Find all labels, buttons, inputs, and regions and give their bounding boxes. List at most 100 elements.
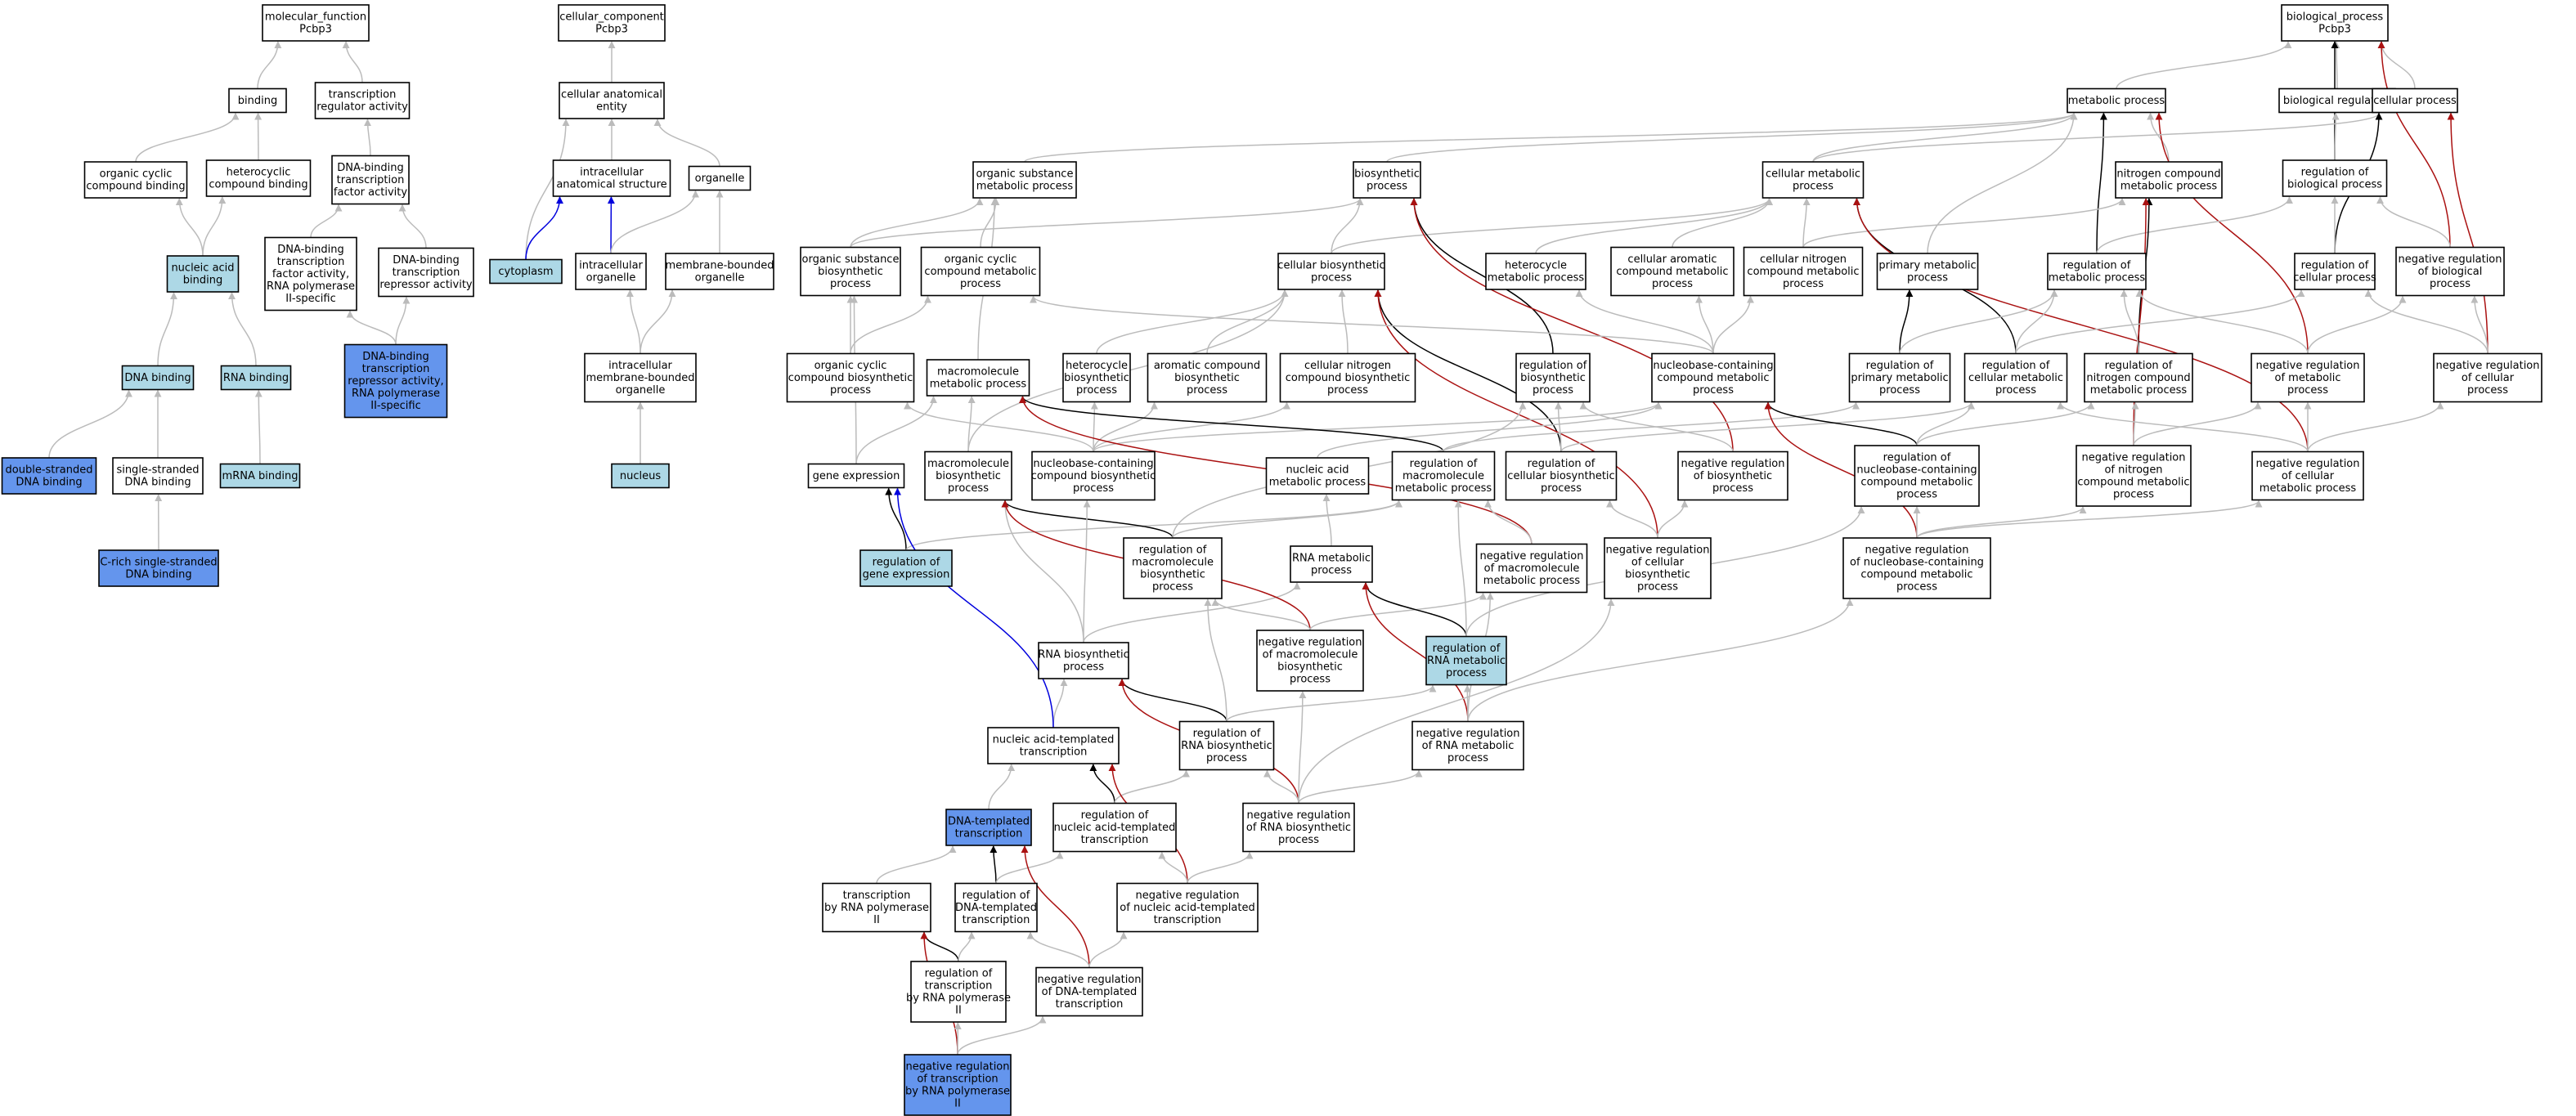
term-box: [1842, 537, 1991, 599]
term-label-line: nucleobase-containing: [1033, 458, 1153, 470]
edge-arrow: [2116, 41, 2292, 89]
term-label-line: macromolecule: [927, 458, 1009, 470]
term-box: [1353, 161, 1421, 199]
edge-rnabp-to-rnamp: [1083, 582, 1301, 643]
term-label-line: entity: [596, 101, 627, 114]
edge-nbcbp-to-hbp: [1090, 401, 1098, 452]
term-label-line: process: [1311, 565, 1352, 577]
term-label-line: heterocycle: [1066, 360, 1128, 372]
edge-nrmmp-to-rmmp: [1484, 500, 1533, 545]
term-label-line: DNA binding: [16, 477, 82, 489]
edge-io-to-organelle: [610, 190, 699, 254]
term-label-line: transcription: [843, 890, 911, 902]
edge-natt-to-ge: [894, 487, 1054, 728]
edge-arrow: [957, 1015, 1047, 1055]
edge-breg-to-bp: [2332, 41, 2340, 89]
term-label-line: II-specific: [285, 293, 335, 305]
term-label-line: RNA biosynthetic: [1038, 649, 1129, 661]
term-label-line: process: [1541, 482, 1582, 495]
term-label-line: process: [830, 278, 871, 290]
edge-rcbp-to-rbiop: [1555, 401, 1563, 452]
term-label-line: negative regulation: [1037, 974, 1141, 986]
term-label-line: of biosynthetic: [1694, 470, 1772, 482]
term-box: [314, 82, 411, 119]
term-label-line: double-stranded: [6, 464, 93, 477]
term-node-mp: metabolic process: [2067, 87, 2166, 114]
term-label-line: biosynthetic: [1064, 372, 1129, 384]
term-box: [2076, 445, 2192, 507]
edge-rmbp-to-mbp: [1001, 500, 1174, 539]
term-box: [378, 247, 474, 298]
term-label-line: anatomical structure: [556, 179, 666, 191]
term-label-line: process: [1367, 181, 1407, 193]
term-node-dnab: DNA binding: [121, 365, 195, 391]
term-label-line: biosynthetic: [1354, 168, 1420, 181]
edge-nrbp-to-bp: [2377, 41, 2451, 248]
term-label-line: DNA-binding: [277, 244, 344, 256]
edge-arrow: [1021, 845, 1090, 968]
edge-rnamp-to-namp: [1322, 494, 1332, 547]
edge-rncmp-to-rmp: [2120, 289, 2139, 354]
term-box: [926, 359, 1030, 397]
edge-arrow: [2147, 112, 2170, 163]
term-node-mrnab: mRNA binding: [219, 463, 301, 489]
edge-rnbcmp-to-rcmp: [1916, 401, 1975, 446]
term-label-line: single-stranded: [116, 464, 199, 477]
edge-nrdtt-to-dtt: [1021, 845, 1090, 968]
term-label-line: intracellular: [579, 260, 643, 272]
term-label-line: transcription: [393, 267, 460, 279]
edge-cp-to-bp: [2377, 41, 2416, 89]
edge-arrow: [2133, 401, 2262, 446]
term-label-line: factor activity,: [272, 268, 349, 280]
edge-nrmbp-to-nrmmp: [1309, 592, 1487, 631]
edge-nrnbcmp-to-nrcmp: [1916, 500, 2263, 539]
edge-arrow: [1024, 112, 2078, 163]
edge-dtt-to-natt: [988, 764, 1016, 810]
edge-arrow: [1712, 295, 1754, 354]
term-label-line: regulation of: [1193, 728, 1261, 740]
term-label-line: biological process: [2287, 179, 2382, 191]
edge-arrow: [346, 310, 397, 345]
edge-biop-to-mp: [1386, 112, 2078, 163]
edge-cbp-to-biop: [1331, 198, 1364, 254]
term-box: [2282, 159, 2388, 197]
edge-arrow: [905, 500, 1402, 551]
term-label-line: process: [1652, 278, 1693, 290]
edge-nbcbp-to-occbp: [904, 401, 1094, 452]
term-label-line: metabolic process: [930, 379, 1027, 391]
edge-rcbp-to-rcmp: [1560, 401, 1975, 452]
term-box: [1038, 642, 1129, 679]
term-label-line: biosynthetic: [1140, 569, 1205, 581]
term-label-line: compound metabolic: [2077, 477, 2189, 489]
term-box: [2372, 87, 2458, 114]
term-label-line: transcription: [955, 828, 1023, 840]
term-label-line: cellular metabolic: [1766, 168, 1860, 181]
term-label-line: process: [1693, 384, 1734, 397]
term-label-line: process: [1907, 272, 1948, 285]
edge-nbcmp-to-cacmp: [1695, 295, 1714, 354]
edge-nrmbp-to-rmbp: [1211, 598, 1311, 631]
term-label-line: of macromolecule: [1484, 562, 1580, 575]
edge-nrdtt-to-nrnatt: [1088, 931, 1128, 968]
term-label-line: nitrogen compound: [2086, 372, 2190, 384]
edge-ge-to-mmp: [855, 396, 937, 464]
term-box: [2047, 253, 2147, 290]
term-label-line: transcription: [963, 914, 1030, 926]
edge-rmp-to-mp: [2096, 112, 2107, 254]
edge-nbcmp-to-cncmp: [1712, 295, 1754, 354]
term-label-line: of macromolecule: [1263, 649, 1358, 661]
term-label-line: metabolic process: [1483, 575, 1581, 587]
term-label-line: metabolic process: [2260, 482, 2357, 495]
term-label-line: transcription: [925, 980, 993, 993]
term-box: [2251, 352, 2365, 403]
